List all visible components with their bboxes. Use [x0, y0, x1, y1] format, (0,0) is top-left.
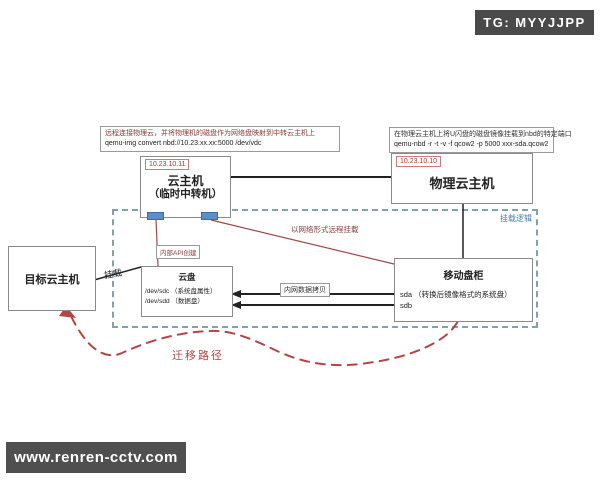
mount-logic-label: 挂载逻辑	[500, 214, 532, 223]
node-transit-host: 10.23.10.11 云主机 （临时中转机）	[140, 156, 231, 218]
site-watermark: www.renren-cctv.com	[6, 442, 186, 473]
node-title: 移动盘柜	[443, 271, 484, 282]
copy-arrowhead-sdb	[231, 301, 241, 309]
node-title: 目标云主机	[24, 273, 80, 286]
disk-port-icon	[147, 212, 164, 220]
note-remote-connect: 远程连接物理云，并将物理机的磁盘作为网络盘映射到中转云主机上 qemu-img …	[100, 126, 340, 152]
disk-entry: sdb	[400, 301, 413, 310]
intranet-copy-label: 内网数据拷贝	[280, 283, 330, 297]
disk-entry: sda （转换后镜像格式的系统盘）	[400, 290, 512, 299]
node-title: 云主机	[167, 174, 204, 188]
node-subtitle: （临时中转机）	[148, 188, 223, 200]
mount-logic-region: 挂载逻辑	[112, 209, 538, 328]
node-physical-host: 10.23.10.10 物理云主机	[391, 153, 533, 204]
node-title: 物理云主机	[429, 176, 495, 191]
internal-api-label: 内部API创建	[156, 245, 201, 259]
disk-entry: /dev/sdd （数据盘）	[145, 298, 204, 305]
note-nbd-mount: 在物理云主机上将U闪盘的磁盘镜像挂载到nbd的特定端口 qemu-nbd -r …	[389, 127, 572, 153]
copy-arrowhead-sda	[231, 290, 241, 298]
ip-chip: 10.23.10.11	[145, 159, 190, 170]
node-cloud-disk: 云盘 /dev/sdc （系统盘属性） /dev/sdd （数据盘）	[141, 266, 233, 317]
migration-arrowhead	[59, 306, 76, 318]
ip-chip: 10.23.10.10	[396, 156, 441, 167]
note-command: qemu-img convert nbd://10.23.xx.xx:5000 …	[105, 140, 262, 147]
target-mount-link	[93, 266, 142, 281]
telegram-badge: TG: MYYJJPP	[475, 10, 594, 35]
network-mount-label: 以网络形式远程挂载	[291, 225, 359, 234]
disk-port-icon	[201, 212, 218, 220]
node-target-host: 目标云主机	[8, 246, 96, 311]
note-text: 在物理云主机上将U闪盘的磁盘镜像挂载到nbd的特定端口	[394, 131, 572, 138]
note-text: 远程连接物理云，并将物理机的磁盘作为网络盘映射到中转云主机上	[105, 130, 315, 137]
disk-entry: /dev/sdc （系统盘属性）	[145, 288, 217, 295]
internal-api-link	[155, 219, 159, 267]
node-mobile-cabinet: 移动盘柜 sda （转换后镜像格式的系统盘） sdb	[394, 258, 533, 322]
network-mount-link	[210, 219, 395, 265]
node-title: 云盘	[178, 272, 196, 282]
migration-path-label: 迁移路径	[172, 350, 224, 362]
note-command: qemu-nbd -r -t -v -f qcow2 -p 5000 xxx-s…	[394, 141, 549, 148]
migration-path-curve	[70, 309, 468, 367]
